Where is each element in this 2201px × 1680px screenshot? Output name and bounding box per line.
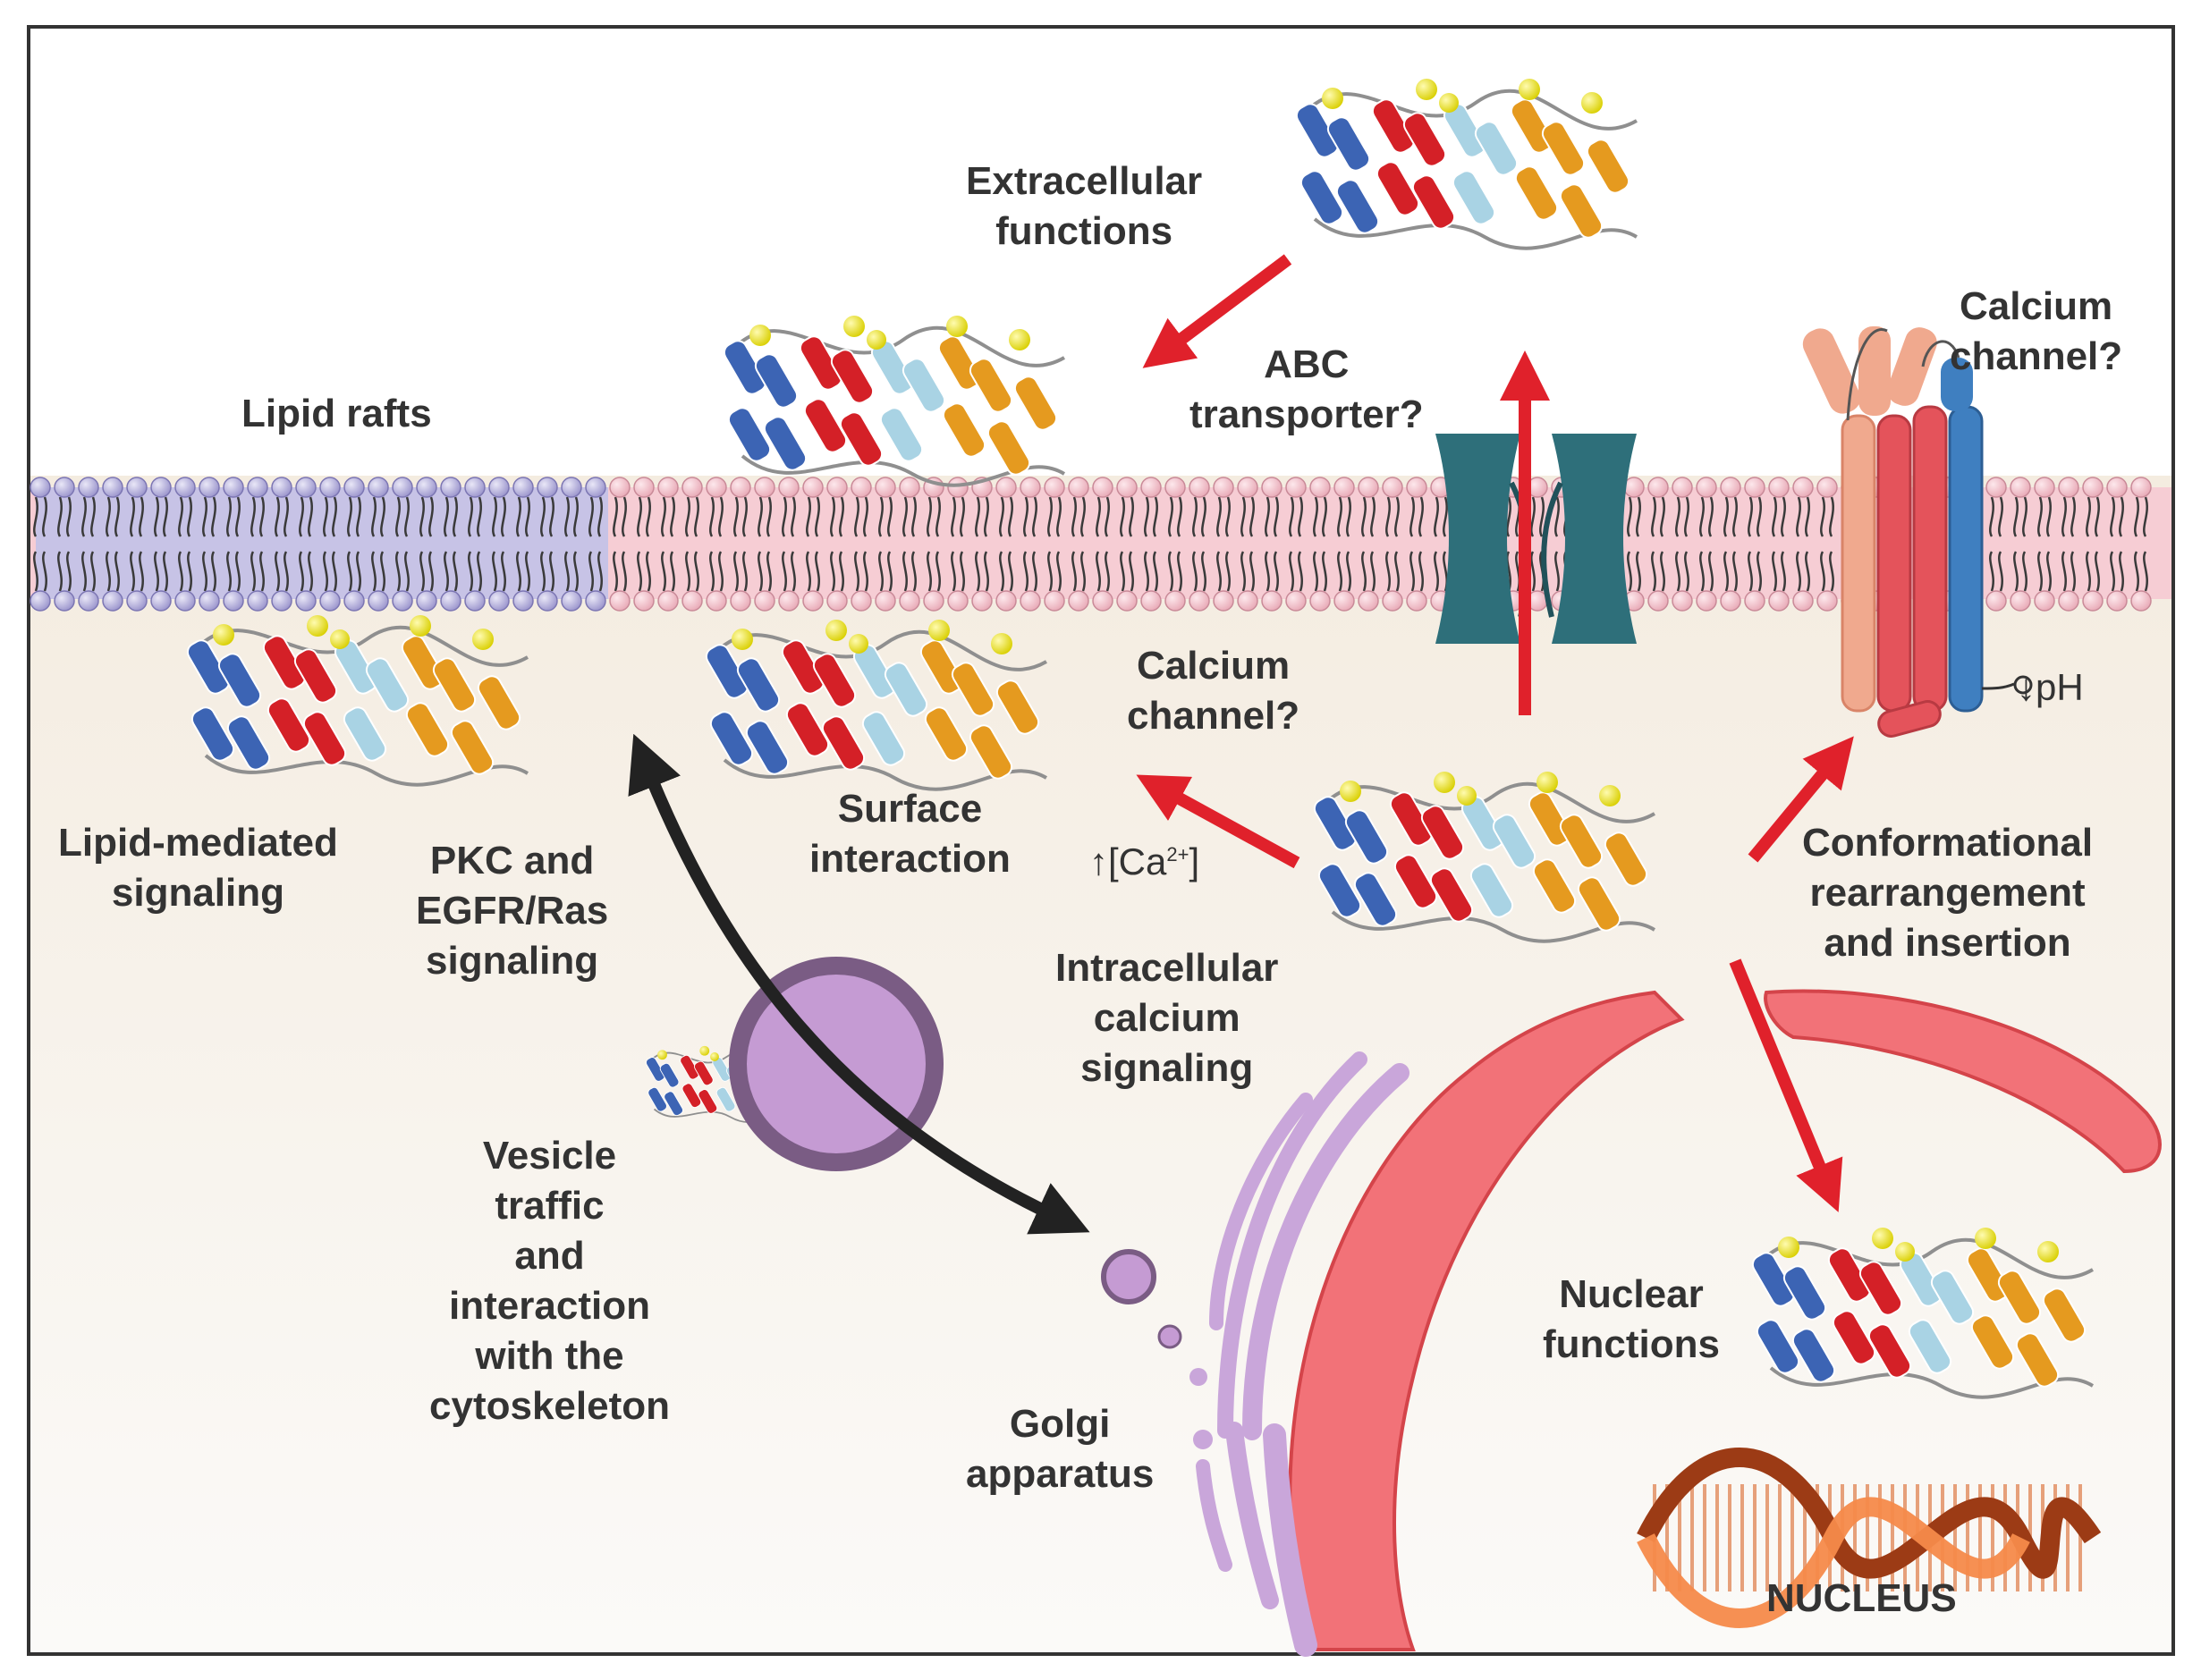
dna-helix-icon bbox=[1637, 1448, 2102, 1628]
red-arrows bbox=[1136, 254, 1854, 1212]
plasma-membrane bbox=[30, 477, 2171, 612]
lipid-raft-region bbox=[36, 487, 608, 599]
arrow-to-surface bbox=[1136, 774, 1300, 869]
extracellular-space bbox=[30, 29, 2171, 476]
calcium-channel-icon bbox=[1802, 326, 2033, 738]
label-nucleus: NUCLEUS bbox=[1766, 1576, 1957, 1620]
tiny-vesicle-icon bbox=[1157, 1324, 1182, 1349]
golgi-apparatus-icon bbox=[1189, 1051, 1409, 1657]
label-lipid-rafts: Lipid rafts bbox=[241, 392, 432, 435]
arrow-to-channel bbox=[1748, 736, 1854, 863]
small-vesicle-icon bbox=[1101, 1249, 1156, 1304]
arrow-to-nucleus bbox=[1729, 958, 1843, 1212]
calcium-rise-note: ↑[Ca2+] bbox=[1089, 840, 1200, 882]
nuclear-envelope-icon bbox=[1288, 989, 2162, 1651]
arrow-to-extracellular bbox=[1142, 254, 1292, 368]
ph-drop-note: ↓pH bbox=[2017, 666, 2084, 708]
vesicle-traffic-arrow bbox=[628, 733, 1090, 1235]
